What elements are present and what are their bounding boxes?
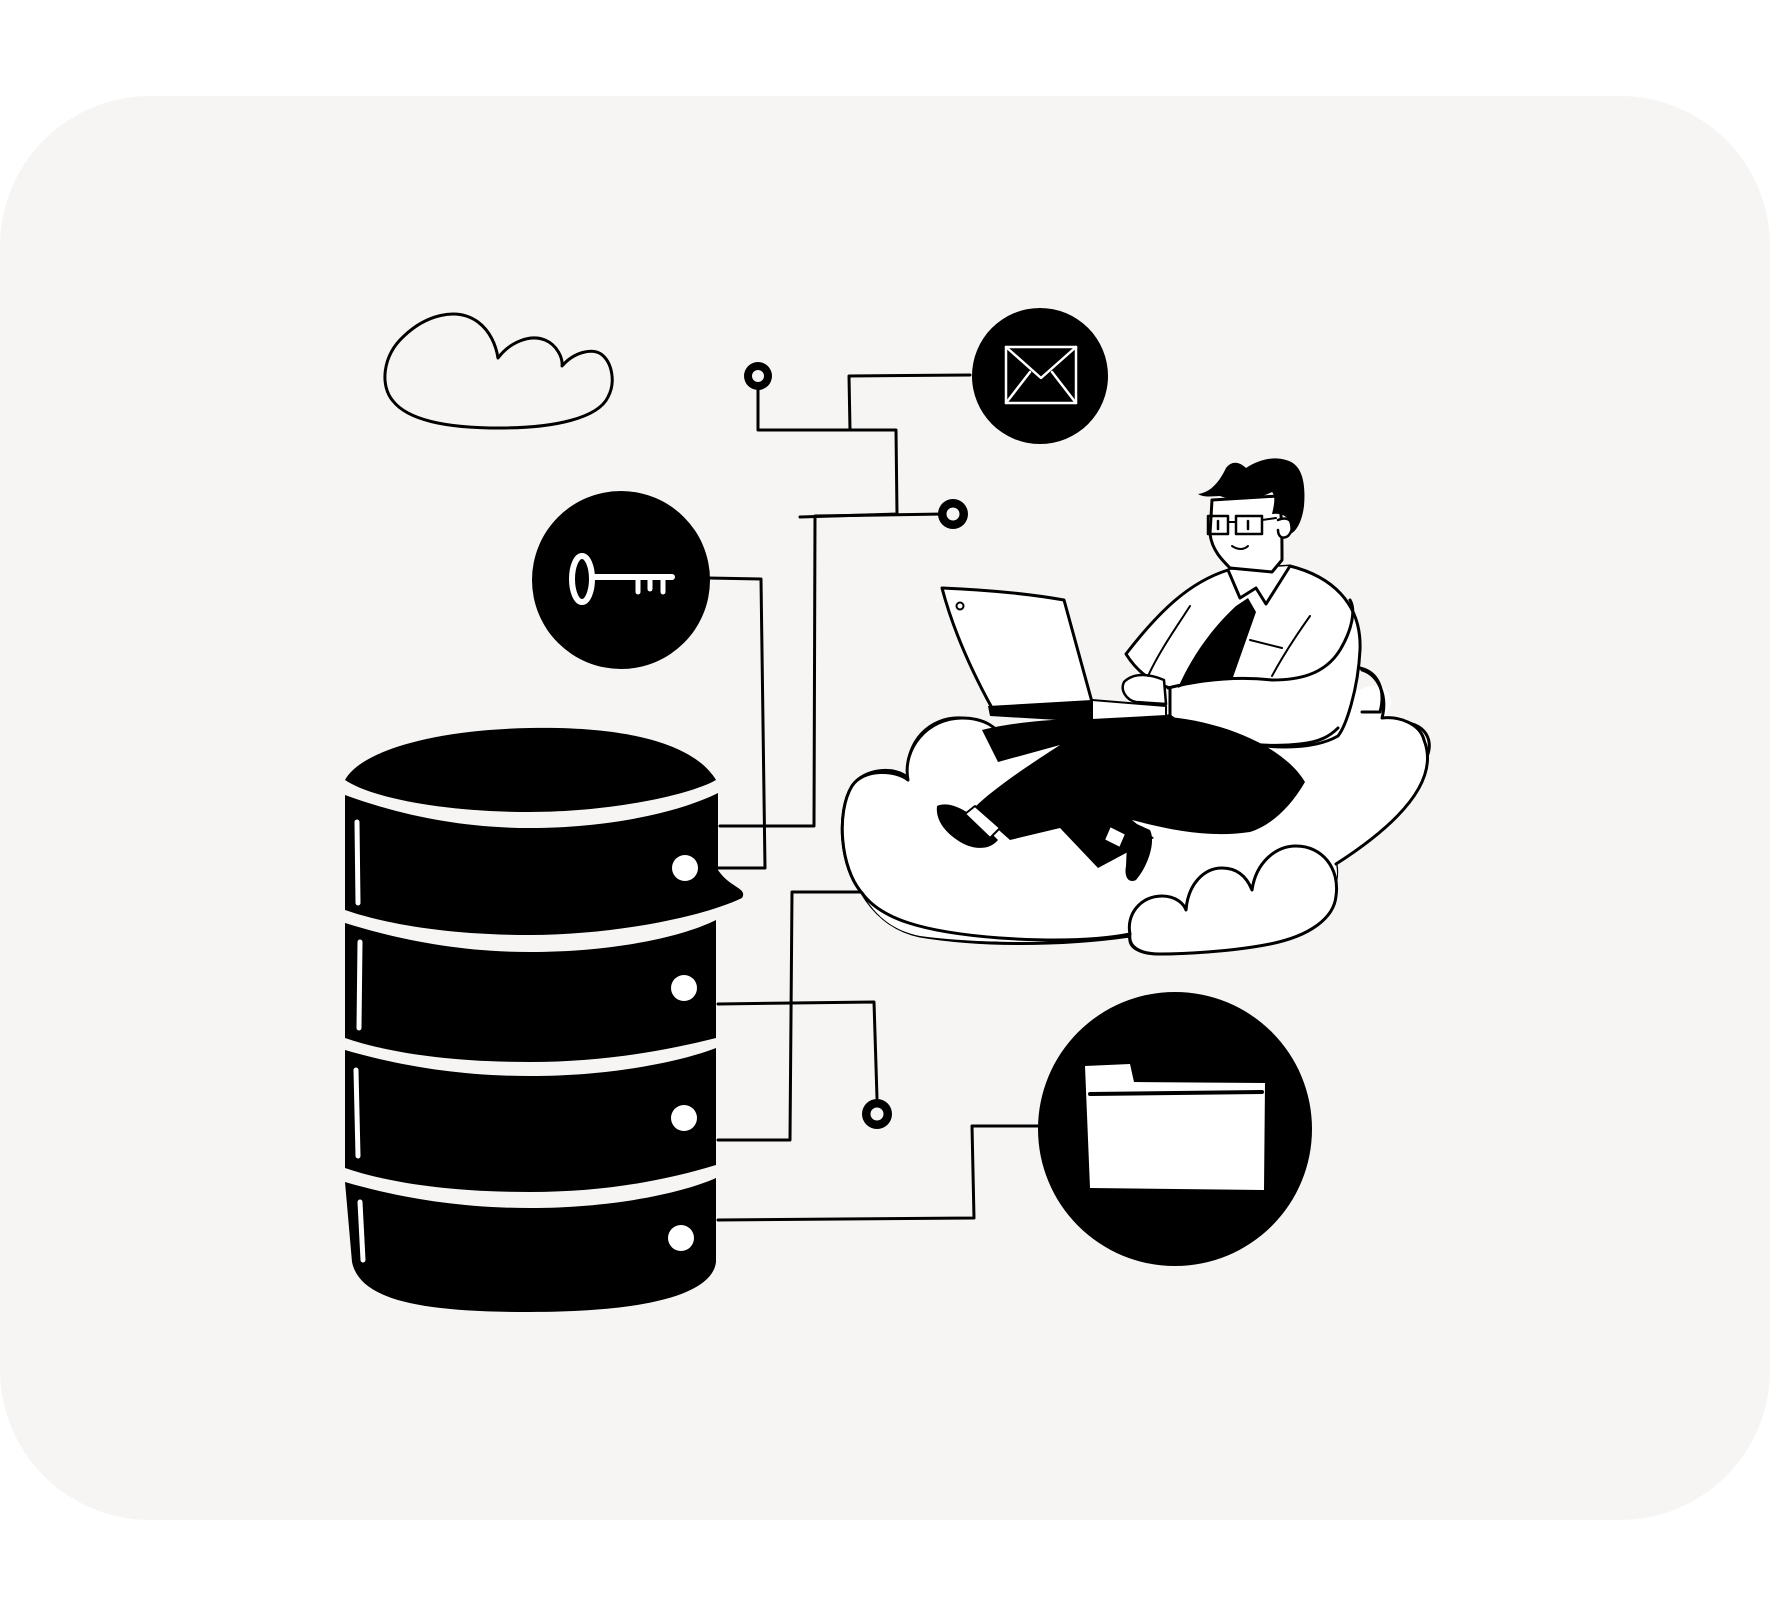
database-server-icon xyxy=(345,727,744,1312)
connector-node-icon xyxy=(744,362,772,390)
connector-node-icon xyxy=(938,499,968,529)
envelope-icon xyxy=(972,308,1108,444)
person-with-laptop xyxy=(936,458,1384,882)
connector-lines xyxy=(706,373,1042,1222)
cloud-icon xyxy=(383,312,614,430)
connector-node-icon xyxy=(862,1099,892,1129)
key-icon xyxy=(532,491,710,669)
folder-icon xyxy=(1038,992,1312,1266)
